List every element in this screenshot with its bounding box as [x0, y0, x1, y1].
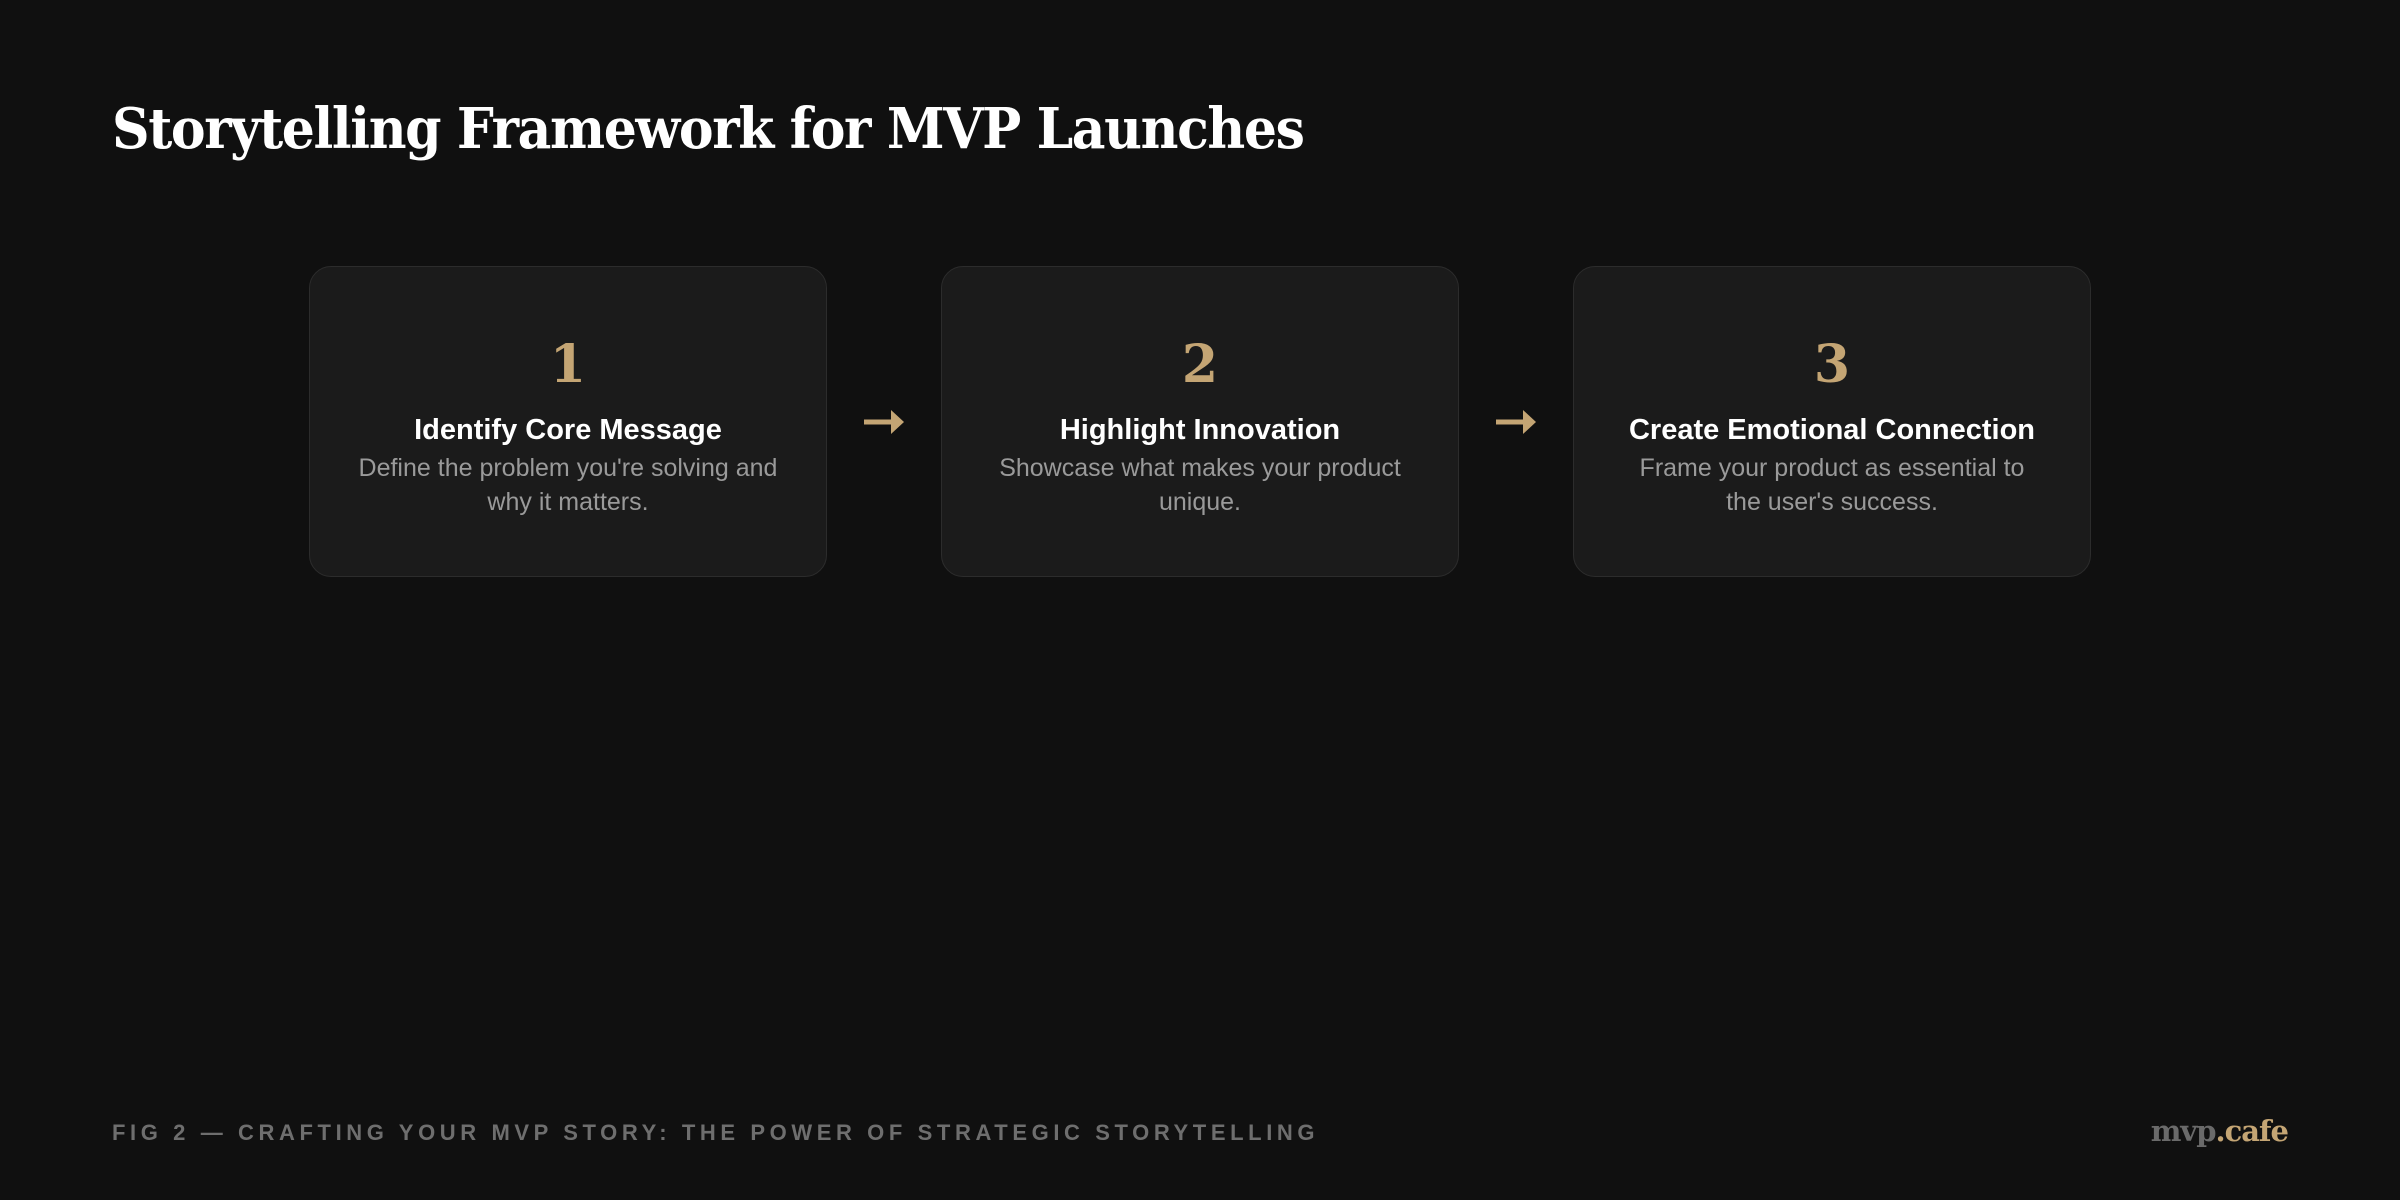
step-card-1: 1 Identify Core Message Define the probl… — [309, 266, 827, 577]
brand-accent: .cafe — [2215, 1114, 2289, 1148]
step-description: Showcase what makes your product unique. — [999, 454, 1401, 516]
arrow-right-icon — [827, 267, 941, 576]
figure-caption: FIG 2 — CRAFTING YOUR MVP STORY: THE POW… — [112, 1120, 1320, 1145]
step-description: Define the problem you're solving and wh… — [358, 454, 778, 516]
step-description: Frame your product as essential to the u… — [1639, 454, 2025, 516]
step-title: Identify Core Message — [414, 414, 722, 446]
step-card-2: 2 Highlight Innovation Showcase what mak… — [941, 266, 1459, 577]
step-card-3: 3 Create Emotional Connection Frame your… — [1573, 266, 2091, 577]
step-title: Highlight Innovation — [1059, 414, 1341, 446]
step-title: Create Emotional Connection — [1628, 414, 2036, 446]
page-title: Storytelling Framework for MVP Launches — [112, 96, 1305, 162]
brand-logo: mvp.cafe — [2150, 1114, 2289, 1148]
step-number: 2 — [1181, 334, 1219, 395]
step-number: 3 — [1813, 334, 1851, 395]
arrow-right-icon — [1459, 267, 1573, 576]
brand-primary: mvp — [2150, 1114, 2217, 1148]
framework-flow: 1 Identify Core Message Define the probl… — [309, 266, 2091, 577]
step-number: 1 — [549, 334, 587, 395]
